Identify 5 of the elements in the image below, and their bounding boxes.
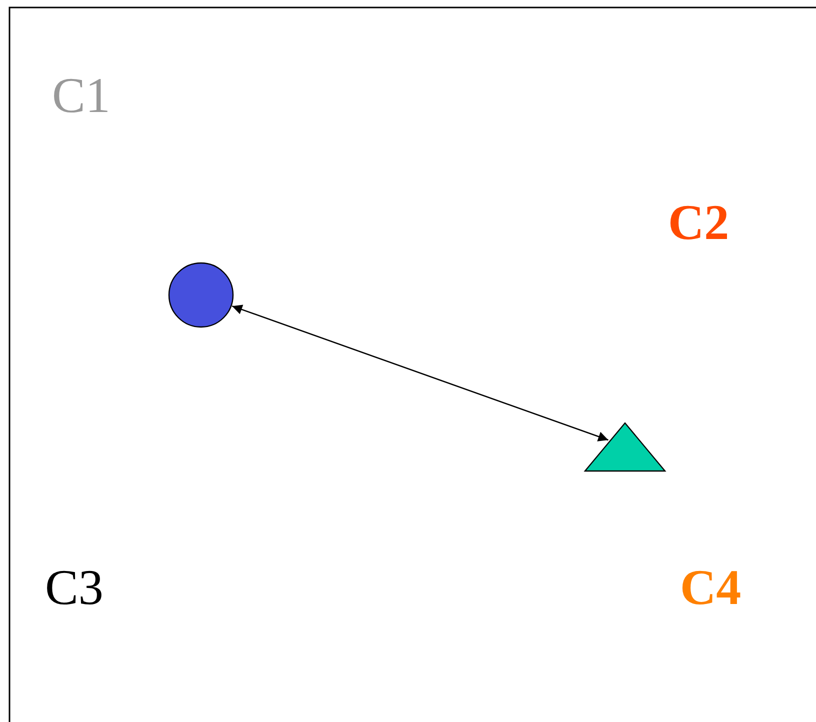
- double-arrow: [232, 304, 608, 442]
- corner-label: C1: [52, 70, 110, 120]
- corner-label: C4: [680, 562, 742, 612]
- corner-label: C2: [668, 197, 730, 247]
- corner-label: C3: [45, 562, 104, 612]
